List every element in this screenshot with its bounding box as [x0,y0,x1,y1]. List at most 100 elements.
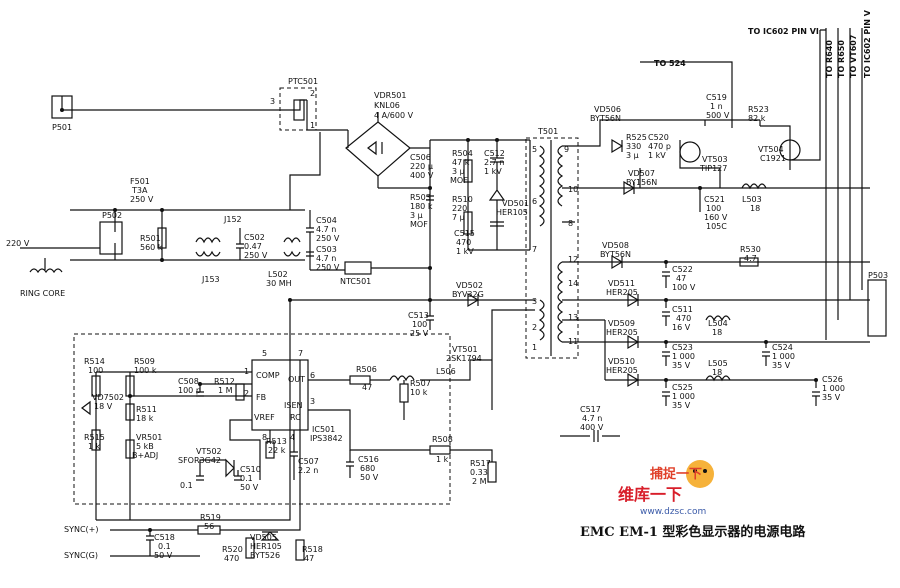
svg-text:1 000: 1 000 [672,352,695,361]
svg-text:0.33: 0.33 [470,468,488,477]
label-p501: P501 [52,123,72,132]
svg-text:1: 1 [244,367,249,376]
ic501-body [251,359,309,431]
svg-text:3 μ: 3 μ [626,151,639,160]
label-r519: R519 [200,513,221,522]
ntc501-body [344,261,372,275]
svg-text:1 kV: 1 kV [484,167,502,176]
label-c525: C525 [672,383,693,392]
svg-text:TIP127: TIP127 [699,164,727,173]
svg-text:BYT526: BYT526 [250,551,280,560]
label-l502: L502 [268,270,288,279]
svg-text:4.7 n: 4.7 n [316,254,336,263]
watermark: 捕捉一下 维库一下 www.dzsc.com [618,460,714,517]
label-r509: R509 [134,357,155,366]
svg-text:100: 100 [412,320,427,329]
svg-text:18 V: 18 V [94,402,113,411]
svg-text:2.2 n: 2.2 n [298,466,318,475]
svg-text:100: 100 [706,204,721,213]
r520-resistor [245,537,255,559]
label-to-524: TO 524 [654,59,686,68]
label-to-ic602-pin5: TO IC602 PIN V [863,9,872,78]
svg-text:30 MH: 30 MH [266,279,292,288]
label-vt502: VT502 [196,447,222,456]
svg-text:400 V: 400 V [410,171,434,180]
svg-text:3 μ: 3 μ [452,167,465,176]
svg-text:16 V: 16 V [672,323,691,332]
svg-text:1 k: 1 k [88,442,101,451]
svg-text:BYV32G: BYV32G [452,290,484,299]
svg-text:3: 3 [310,397,315,406]
svg-text:25 V: 25 V [410,329,429,338]
label-r513: R513 [266,437,287,446]
svg-text:82 k: 82 k [748,114,766,123]
label-r523: R523 [748,105,769,114]
svg-text:100 p: 100 p [178,386,201,395]
label-vd505: VD505 [250,533,277,542]
svg-text:18: 18 [712,328,722,337]
svg-text:1 M: 1 M [218,386,233,395]
svg-text:1 000: 1 000 [672,392,695,401]
svg-text:0.1: 0.1 [158,542,171,551]
svg-text:18: 18 [712,368,722,377]
r530-resistor [739,257,759,267]
svg-text:470: 470 [456,238,471,247]
svg-text:8: 8 [262,433,267,442]
svg-text:47: 47 [304,554,314,563]
label-l504: L504 [708,319,728,328]
label-c512: C512 [484,149,505,158]
svg-text:680: 680 [360,464,375,473]
vdr501-bridge [345,121,411,177]
label-c517: C517 [580,405,601,414]
vt503-transistor [679,141,701,163]
label-vd501: VD501 [502,199,529,208]
svg-text:47: 47 [676,274,686,283]
t501-outline [525,137,579,359]
label-l505: L505 [708,359,728,368]
svg-text:1: 1 [532,343,537,352]
svg-text:6: 6 [310,371,315,380]
r508-resistor [429,445,451,455]
svg-text:47 k: 47 k [452,158,470,167]
label-c518: C518 [154,533,175,542]
svg-text:35 V: 35 V [772,361,791,370]
label-ring-core: RING CORE [20,289,65,298]
label-r530: R530 [740,245,761,254]
label-l506: L506 [436,367,456,376]
svg-text:100: 100 [88,366,103,375]
svg-text:250 V: 250 V [316,234,340,243]
svg-text:250 V: 250 V [244,251,268,260]
label-c520: C520 [648,133,669,142]
ptc501-outline [279,87,317,131]
svg-text:1 kV: 1 kV [456,247,474,256]
svg-text:160 V: 160 V [704,213,728,222]
label-c507: C507 [298,457,319,466]
svg-text:4: 4 [290,433,295,442]
svg-text:MOF: MOF [450,176,468,185]
svg-text:250 V: 250 V [130,195,154,204]
svg-text:B+ADJ: B+ADJ [132,451,158,460]
label-c506: C506 [410,153,431,162]
svg-text:35 V: 35 V [672,401,691,410]
svg-text:18 k: 18 k [136,414,154,423]
svg-text:HER205: HER205 [606,328,638,337]
wiring [20,28,887,561]
svg-text:RC: RC [290,413,301,422]
svg-text:5: 5 [262,349,267,358]
svg-text:10: 10 [568,185,578,194]
label-sync-plus: SYNC(+) [64,525,98,534]
p502-connector [99,221,123,255]
svg-text:220: 220 [452,204,467,213]
r515-resistor [91,429,101,451]
svg-text:4.7 n: 4.7 n [582,414,602,423]
svg-text:100 k: 100 k [134,366,157,375]
svg-text:2.7 n: 2.7 n [484,158,504,167]
svg-text:18: 18 [750,204,760,213]
svg-text:11: 11 [568,337,578,346]
svg-text:2: 2 [532,323,537,332]
svg-text:2: 2 [310,89,315,98]
label-ic501: IC501 [312,425,335,434]
svg-text:2 M: 2 M [472,477,487,486]
svg-text:ISEN: ISEN [284,401,302,410]
